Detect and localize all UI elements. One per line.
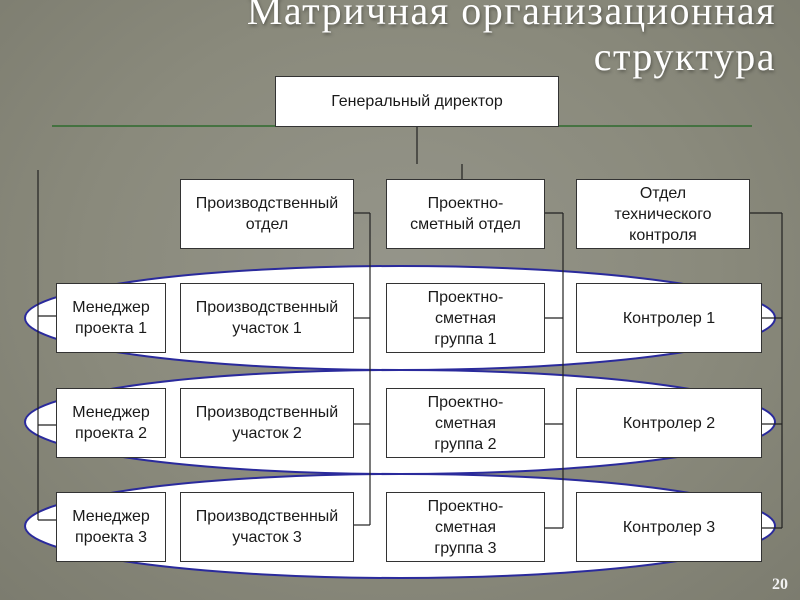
slide-title-line-1: Матричная организационная: [246, 0, 776, 33]
controller-3-box: Контролер 3: [576, 492, 762, 562]
design-department-box: Проектно- сметный отдел: [386, 179, 545, 249]
technical-control-department-box: Отдел технического контроля: [576, 179, 750, 249]
project-manager-2-box: Менеджер проекта 2: [56, 388, 166, 458]
production-site-2-box: Производственный участок 2: [180, 388, 354, 458]
controller-1-box: Контролер 1: [576, 283, 762, 353]
slide-title-line-2: структура: [593, 34, 776, 79]
production-site-3-box: Производственный участок 3: [180, 492, 354, 562]
production-site-1-box: Производственный участок 1: [180, 283, 354, 353]
design-group-3-box: Проектно- сметная группа 3: [386, 492, 545, 562]
controller-2-box: Контролер 2: [576, 388, 762, 458]
general-director-box: Генеральный директор: [275, 76, 559, 127]
design-group-1-box: Проектно- сметная группа 1: [386, 283, 545, 353]
production-department-box: Производственный отдел: [180, 179, 354, 249]
page-number: 20: [772, 576, 788, 593]
project-manager-1-box: Менеджер проекта 1: [56, 283, 166, 353]
design-group-2-box: Проектно- сметная группа 2: [386, 388, 545, 458]
project-manager-3-box: Менеджер проекта 3: [56, 492, 166, 562]
slide-title: Матричная организационная структура: [16, 0, 776, 80]
